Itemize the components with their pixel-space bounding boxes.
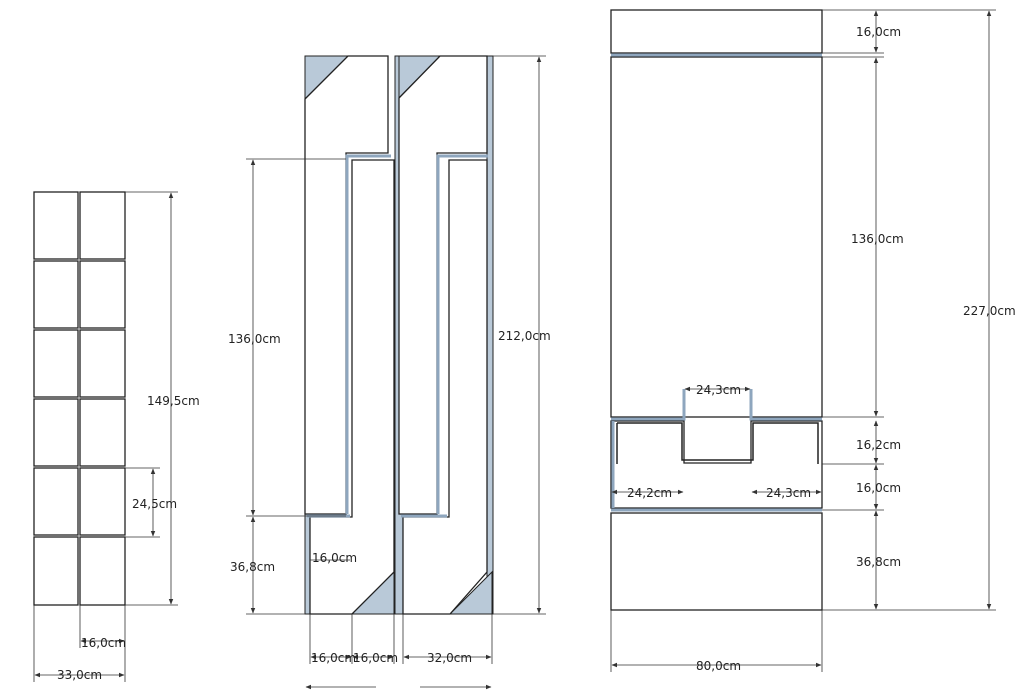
right-view: 16,0cm 136,0cm 227,0cm 24,3cm 16,2cm 24,… [610, 9, 1016, 673]
left-view: 149,5cm 24,5cm 16,0cm 33,0cm [33, 191, 200, 682]
dim-notch-depth: 16,2cm [856, 438, 901, 452]
tile [33, 329, 79, 398]
dim-bottom-right-step: 24,3cm [766, 486, 811, 500]
middle-view: 136,0cm 36,8cm 212,0cm 16,0cm 16,0cm 16,… [228, 55, 551, 690]
tile [33, 260, 79, 329]
tile [33, 536, 79, 606]
main-body [610, 56, 823, 418]
dim-module-height: 24,5cm [132, 497, 177, 511]
tile [33, 191, 79, 260]
base-block [610, 512, 823, 611]
tile [33, 398, 79, 467]
tile [79, 191, 126, 260]
tile [79, 536, 126, 606]
dim-total-height: 212,0cm [498, 329, 551, 343]
top-cap [610, 9, 823, 54]
corner-triangle [448, 570, 493, 615]
dim-inner-width: 16,0cm [312, 551, 357, 565]
dim-base-height: 36,8cm [856, 555, 901, 569]
panel-left-upper [304, 55, 389, 515]
dim-total-width: 33,0cm [57, 668, 102, 682]
dim-overall-height: 227,0cm [963, 304, 1016, 318]
dim-overall-width: 80,0cm [696, 659, 741, 673]
tile [79, 260, 126, 329]
frame-right [486, 55, 494, 615]
dim-base-band: 16,0cm [856, 481, 901, 495]
dim-lower-height: 36,8cm [230, 560, 275, 574]
dim-bottom-left-step: 24,2cm [627, 486, 672, 500]
dim-height-total: 149,5cm [147, 394, 200, 408]
dim-top-height: 16,0cm [856, 25, 901, 39]
panel-right-upper [398, 55, 488, 515]
dim-main-height: 136,0cm [851, 232, 904, 246]
dim-upper-height: 136,0cm [228, 332, 281, 346]
tile [79, 467, 126, 536]
tile-grid [33, 191, 126, 606]
dim-column-width: 16,0cm [81, 636, 126, 650]
dim-bottom-right: 32,0cm [427, 651, 472, 665]
tile [33, 467, 79, 536]
middle-band [610, 420, 823, 509]
tile [79, 329, 126, 398]
dim-bottom-left-a: 16,0cm [311, 651, 356, 665]
tile [79, 398, 126, 467]
dim-bottom-left-b: 16,0cm [353, 651, 398, 665]
dim-notch-width: 24,3cm [696, 383, 741, 397]
